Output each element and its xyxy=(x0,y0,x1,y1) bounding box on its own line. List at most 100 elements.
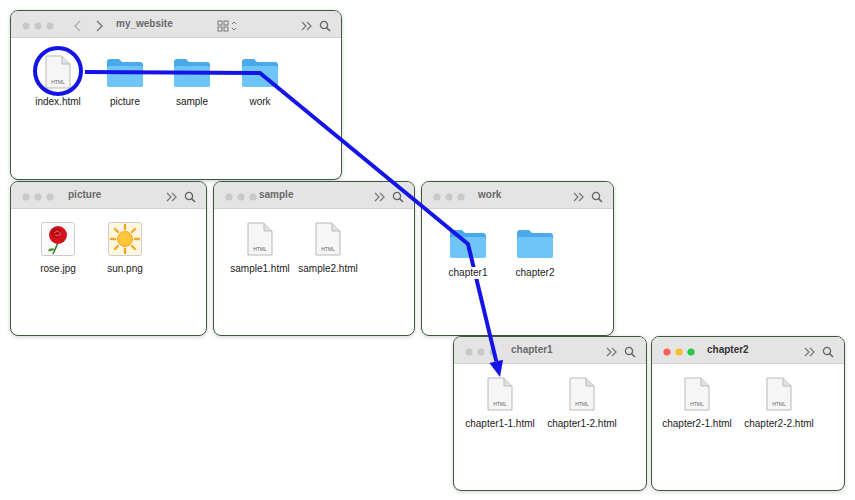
file-type-tag: HTML xyxy=(294,246,362,252)
window-title: chapter2 xyxy=(707,344,749,355)
folder-icon xyxy=(241,58,279,88)
label-row: rose.jpg xyxy=(36,261,80,275)
folder-icon xyxy=(106,58,144,88)
traffic-lights xyxy=(22,22,53,29)
file-name: work xyxy=(247,96,272,108)
more-icon xyxy=(167,193,176,201)
arrow-head xyxy=(489,360,503,377)
window-title: sample xyxy=(259,189,293,200)
icon-box: HTML xyxy=(543,377,621,413)
icon-box: HTML xyxy=(31,55,85,91)
sun-image-icon xyxy=(108,222,142,256)
minimize-light xyxy=(675,348,682,355)
file-type-tag: HTML xyxy=(543,401,621,407)
label-row: chapter2-1.html xyxy=(658,416,736,430)
file-name: sample2.html xyxy=(296,263,359,275)
title-bar xyxy=(11,182,206,209)
finder-window: work chapter1 chapter2 xyxy=(421,181,614,336)
label-row: picture xyxy=(105,94,145,108)
file-type-tag: HTML xyxy=(461,401,539,407)
folder-icon xyxy=(516,229,554,259)
file-name: index.html xyxy=(33,96,83,108)
search-icon xyxy=(625,347,635,357)
traffic-lights xyxy=(433,193,464,200)
finder-window: chapter1HTML chapter1-1.html HTML chapter1-… xyxy=(453,336,647,491)
icon-box: HTML xyxy=(461,377,539,413)
file-name: sample xyxy=(174,96,210,108)
traffic-lights xyxy=(225,193,256,200)
close-light xyxy=(663,348,670,355)
file-name: chapter1-2.html xyxy=(545,418,618,430)
icon-box xyxy=(105,55,145,91)
file-name: chapter2-1.html xyxy=(660,418,733,430)
traffic-lights xyxy=(465,348,496,355)
icon-box xyxy=(103,222,147,258)
finder-window: sampleHTML sample1.html HTML sample2.html xyxy=(213,181,415,336)
file-name: chapter1-1.html xyxy=(463,418,536,430)
finder-window: chapter2HTML chapter2-1.html HTML chapter2-… xyxy=(651,336,845,491)
icon-box xyxy=(240,55,280,91)
file-name: sample1.html xyxy=(228,263,291,275)
file-item: HTML chapter2-2.html xyxy=(740,377,818,430)
file-type-tag: HTML xyxy=(31,79,85,85)
title-bar xyxy=(422,182,613,209)
icon-box xyxy=(445,226,492,262)
forward-arrow xyxy=(97,21,102,31)
connector-line xyxy=(85,72,496,361)
icon-box xyxy=(36,222,80,258)
window-title: work xyxy=(478,189,501,200)
label-row: sun.png xyxy=(103,261,147,275)
label-row: index.html xyxy=(31,94,85,108)
file-item: HTML chapter1-2.html xyxy=(543,377,621,430)
file-name: chapter2 xyxy=(514,267,557,279)
file-type-tag: HTML xyxy=(740,401,818,407)
file-type-tag: HTML xyxy=(658,401,736,407)
folder-item: chapter2 xyxy=(512,226,559,279)
search-icon xyxy=(320,21,330,31)
label-row: chapter2 xyxy=(512,265,559,279)
icon-box xyxy=(512,226,559,262)
icon-box: HTML xyxy=(740,377,818,413)
more-icon xyxy=(574,193,583,201)
more-icon xyxy=(607,348,616,356)
title-bar xyxy=(11,11,341,38)
file-name: rose.jpg xyxy=(38,263,78,275)
folder-item: picture xyxy=(105,55,145,108)
icon-box: HTML xyxy=(226,222,294,258)
file-name: chapter2-2.html xyxy=(742,418,815,430)
folder-icon xyxy=(173,58,211,88)
label-row: sample xyxy=(172,94,213,108)
label-row: sample2.html xyxy=(294,261,362,275)
finder-window: my_websiteHTML index.html picture sample wor… xyxy=(10,10,342,180)
zoom-light xyxy=(687,348,694,355)
icon-box: HTML xyxy=(658,377,736,413)
search-icon xyxy=(185,192,195,202)
rose-image-icon xyxy=(41,222,75,256)
more-icon xyxy=(302,22,311,30)
grid-view-icon xyxy=(218,21,236,31)
highlight-ring xyxy=(35,48,81,94)
file-name: sun.png xyxy=(105,263,145,275)
file-item: rose.jpg xyxy=(36,222,80,275)
label-row: chapter2-2.html xyxy=(740,416,818,430)
label-row: chapter1-1.html xyxy=(461,416,539,430)
file-item: sun.png xyxy=(103,222,147,275)
file-type-tag: HTML xyxy=(226,246,294,252)
folder-item: work xyxy=(240,55,280,108)
file-item: HTML sample1.html xyxy=(226,222,294,275)
file-item: HTML index.html xyxy=(31,55,85,108)
window-title: chapter1 xyxy=(511,344,553,355)
file-name: picture xyxy=(108,96,142,108)
icon-box xyxy=(172,55,213,91)
label-row: sample1.html xyxy=(226,261,294,275)
file-item: HTML sample2.html xyxy=(294,222,362,275)
file-item: HTML chapter2-1.html xyxy=(658,377,736,430)
finder-window: picture rose.jpg sun.png xyxy=(10,181,207,336)
window-title: picture xyxy=(68,189,101,200)
title-bar xyxy=(214,182,414,209)
window-title: my_website xyxy=(116,18,173,29)
search-icon xyxy=(823,347,833,357)
label-row: chapter1-2.html xyxy=(543,416,621,430)
file-name: chapter1 xyxy=(447,267,490,279)
